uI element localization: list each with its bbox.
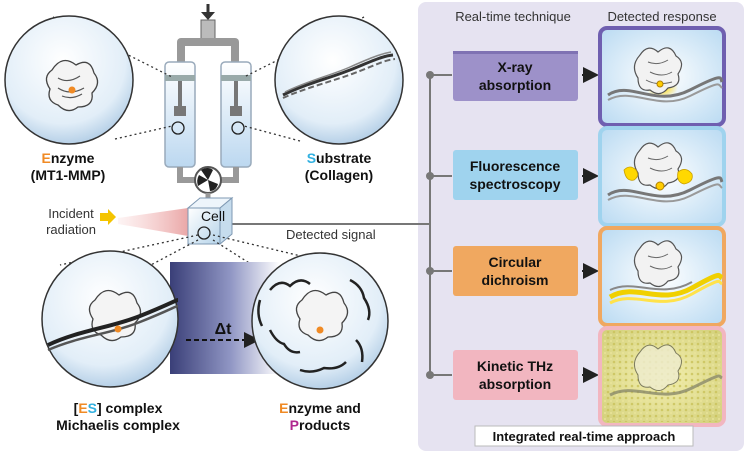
incident-arrow-icon: [100, 209, 116, 225]
products-E: E: [279, 400, 288, 416]
footer-label: Integrated real-time approach: [493, 429, 676, 444]
incident-label-line2: radiation: [46, 222, 96, 237]
technique-fluor-line2: spectroscopy: [469, 176, 560, 192]
technique-thz: Kinetic THz absorption: [453, 350, 578, 400]
products-circle: [251, 252, 389, 390]
technique-xray-line1: X-ray: [497, 59, 532, 75]
response-cd-image: [598, 226, 726, 327]
substrate-name-rest: ubstrate: [316, 150, 371, 166]
products-label-line2: Products: [290, 417, 351, 433]
products-rest2: roducts: [299, 417, 351, 433]
response-xray-image: [598, 26, 726, 127]
technique-cd-line1: Circular: [489, 254, 542, 270]
technique-thz-line2: absorption: [479, 376, 551, 392]
technique-fluor-line1: Fluorescence: [470, 158, 560, 174]
es-bracket-close: ] complex: [97, 400, 163, 416]
es-bracket-open: [: [74, 400, 79, 416]
response-fluorescence-image: [598, 126, 726, 227]
incident-label-line1: Incident: [48, 206, 94, 221]
enzyme-circle: [4, 15, 134, 145]
substrate-circle: [274, 15, 404, 145]
technique-circular-dichroism: Circular dichroism: [453, 246, 578, 296]
substrate-initial: S: [307, 150, 316, 166]
incident-beam: [118, 208, 188, 236]
es-S: S: [88, 400, 97, 416]
bus-dot-2: [426, 172, 434, 180]
es-michaelis-label: Michaelis complex: [56, 417, 180, 433]
technique-xray: X-ray absorption: [453, 51, 578, 101]
mixing-apparatus: [164, 4, 252, 205]
bus-dot-4: [426, 371, 434, 379]
technique-cd-line2: dichroism: [482, 272, 549, 288]
technique-xray-line2: absorption: [479, 77, 551, 93]
es-complex-label: [ES] complex: [74, 400, 163, 416]
products-label: Enzyme and: [279, 400, 361, 416]
enzyme-sub-label: (MT1-MMP): [31, 167, 106, 183]
technique-thz-line1: Kinetic THz: [477, 358, 553, 374]
cell-cube: [186, 196, 234, 246]
technique-fluorescence: Fluorescence spectroscopy: [453, 150, 578, 200]
es-E: E: [78, 400, 87, 416]
detected-signal-label: Detected signal: [286, 227, 376, 242]
bus-dot-1: [426, 71, 434, 79]
substrate-label: Substrate: [307, 150, 372, 166]
bus-dot-3: [426, 267, 434, 275]
footer-box: [474, 425, 694, 447]
enzyme-label: Enzyme: [42, 150, 95, 166]
products-P: P: [290, 417, 299, 433]
enzyme-initial: E: [42, 150, 51, 166]
cell-label: Cell: [201, 208, 225, 224]
products-rest1: nzyme and: [288, 400, 360, 416]
enzyme-name-rest: nzyme: [51, 150, 95, 166]
delta-t-label: Δt: [215, 321, 233, 338]
header-response: Detected response: [607, 9, 716, 24]
es-complex-circle: [41, 250, 179, 388]
header-technique: Real-time technique: [455, 9, 571, 24]
substrate-sub-label: (Collagen): [305, 167, 373, 183]
response-thz-image: [598, 326, 726, 427]
